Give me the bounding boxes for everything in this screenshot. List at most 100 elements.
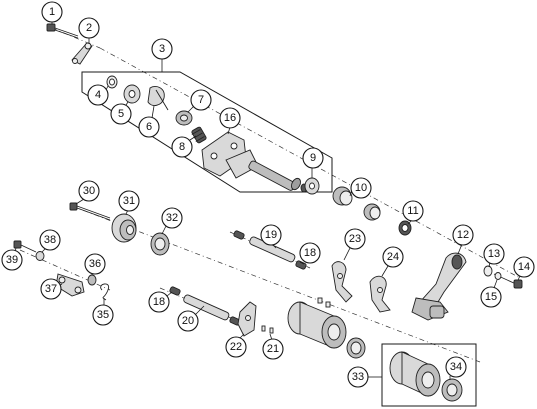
part-screw-39 xyxy=(13,240,37,253)
callout-32[interactable]: 32 xyxy=(161,207,183,235)
part-spring-8 xyxy=(191,126,207,144)
svg-text:22: 22 xyxy=(230,341,242,353)
svg-text:2: 2 xyxy=(86,22,92,34)
part-spring-35 xyxy=(100,283,110,301)
kit-frame-shift-drum xyxy=(381,343,477,407)
part-shift-shaft-16 xyxy=(201,131,308,193)
svg-text:7: 7 xyxy=(198,94,204,106)
part-bushing-36 xyxy=(87,274,97,286)
callout-33[interactable]: 33 xyxy=(347,366,382,388)
svg-text:14: 14 xyxy=(518,261,530,273)
svg-text:6: 6 xyxy=(146,121,152,133)
svg-text:38: 38 xyxy=(44,234,56,246)
callout-16[interactable]: 16 xyxy=(219,107,241,135)
callout-8[interactable]: 8 xyxy=(171,135,197,158)
part-bushing-10 xyxy=(332,186,353,206)
svg-text:23: 23 xyxy=(349,233,361,245)
svg-text:4: 4 xyxy=(95,89,101,101)
callout-37[interactable]: 37 xyxy=(40,278,63,300)
callout-20[interactable]: 20 xyxy=(177,305,205,332)
svg-text:11: 11 xyxy=(407,205,418,217)
callouts: 1 2 3 4 5 6 7 xyxy=(1,1,535,388)
part-clamp-lever-2 xyxy=(71,42,93,65)
callout-12[interactable]: 12 xyxy=(452,224,474,255)
part-drum-bearing xyxy=(346,337,366,359)
callout-13[interactable]: 13 xyxy=(483,243,505,268)
svg-text:1: 1 xyxy=(49,6,55,18)
svg-text:5: 5 xyxy=(118,108,124,120)
part-roller-7 xyxy=(175,110,193,126)
part-shift-lever-12 xyxy=(411,252,467,321)
svg-text:16: 16 xyxy=(224,112,236,124)
part-bearing-32 xyxy=(150,232,170,256)
part-shift-drum-kit-33 xyxy=(389,351,441,397)
part-gear-segment-31 xyxy=(111,213,137,243)
svg-text:18: 18 xyxy=(304,247,316,259)
part-washer-13 xyxy=(483,265,493,277)
callout-35[interactable]: 35 xyxy=(92,298,114,326)
callout-24[interactable]: 24 xyxy=(381,246,404,277)
svg-text:21: 21 xyxy=(267,343,279,355)
callout-39[interactable]: 39 xyxy=(1,247,23,271)
callout-4[interactable]: 4 xyxy=(87,84,109,106)
callout-1[interactable]: 1 xyxy=(41,1,63,24)
callout-7[interactable]: 7 xyxy=(187,89,212,113)
svg-text:39: 39 xyxy=(6,254,18,266)
parts-drawings xyxy=(13,23,523,402)
svg-text:37: 37 xyxy=(45,283,57,295)
svg-text:19: 19 xyxy=(265,229,277,241)
svg-text:8: 8 xyxy=(179,141,185,153)
svg-text:10: 10 xyxy=(355,182,367,194)
part-shift-drum xyxy=(287,297,347,349)
svg-text:12: 12 xyxy=(457,229,469,241)
svg-text:33: 33 xyxy=(352,371,364,383)
svg-text:20: 20 xyxy=(182,315,194,327)
svg-text:15: 15 xyxy=(485,291,497,303)
svg-text:32: 32 xyxy=(166,212,178,224)
svg-text:34: 34 xyxy=(450,361,462,373)
svg-text:9: 9 xyxy=(310,152,316,164)
callout-5[interactable]: 5 xyxy=(110,101,132,125)
svg-text:18: 18 xyxy=(153,296,165,308)
svg-text:36: 36 xyxy=(89,258,101,270)
svg-text:31: 31 xyxy=(123,195,135,207)
svg-text:35: 35 xyxy=(97,309,109,321)
callout-30[interactable]: 30 xyxy=(75,180,100,205)
callout-11[interactable]: 11 xyxy=(402,200,424,225)
callout-38[interactable]: 38 xyxy=(39,229,61,253)
part-shift-fork-24 xyxy=(369,275,391,313)
part-lever-37 xyxy=(55,273,85,297)
callout-2[interactable]: 2 xyxy=(78,17,100,44)
callout-34[interactable]: 34 xyxy=(445,356,467,380)
part-bolt-30 xyxy=(69,202,111,221)
part-bolt-14 xyxy=(493,272,523,289)
part-clip-6 xyxy=(147,86,169,111)
callout-21[interactable]: 21 xyxy=(262,333,284,360)
callout-19[interactable]: 19 xyxy=(260,224,282,249)
svg-text:13: 13 xyxy=(488,248,500,260)
callout-9[interactable]: 9 xyxy=(302,147,324,178)
callout-18-lower[interactable]: 18 xyxy=(148,291,173,313)
callout-15[interactable]: 15 xyxy=(480,279,502,308)
callout-14[interactable]: 14 xyxy=(513,256,535,281)
svg-text:3: 3 xyxy=(159,43,165,55)
part-shift-fork-23 xyxy=(331,261,353,303)
part-pins-21 xyxy=(261,325,274,334)
callout-22[interactable]: 22 xyxy=(225,333,247,358)
part-washer-38 xyxy=(35,251,45,261)
callout-36[interactable]: 36 xyxy=(84,253,106,275)
callout-18-upper[interactable]: 18 xyxy=(299,242,321,265)
callout-23[interactable]: 23 xyxy=(343,228,366,261)
part-shift-fork-22 xyxy=(237,301,257,337)
part-bearing-34 xyxy=(441,378,463,402)
part-rod-20 xyxy=(169,286,241,326)
callout-6[interactable]: 6 xyxy=(138,105,160,138)
callout-10[interactable]: 10 xyxy=(349,177,372,199)
kit-frame-shift-shaft xyxy=(81,71,333,193)
part-bushing-11 xyxy=(363,203,412,236)
callout-3[interactable]: 3 xyxy=(151,38,173,60)
svg-text:30: 30 xyxy=(83,185,95,197)
callout-31[interactable]: 31 xyxy=(118,190,140,215)
part-screw-1 xyxy=(46,23,79,39)
